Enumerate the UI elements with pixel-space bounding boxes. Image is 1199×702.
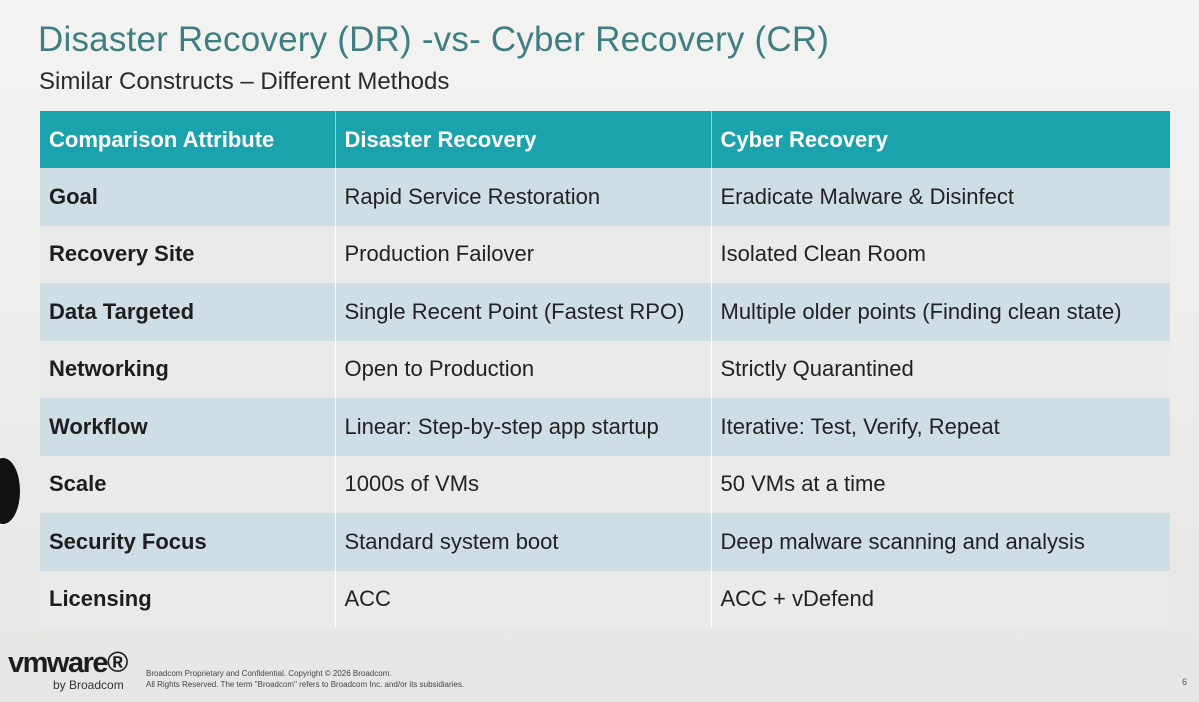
row-dr-value: Single Recent Point (Fastest RPO) bbox=[335, 283, 712, 341]
slide-subtitle: Similar Constructs – Different Methods bbox=[39, 68, 450, 95]
vmware-logo: vmware® by Broadcom bbox=[8, 648, 133, 692]
row-dr-value: ACC bbox=[335, 570, 712, 628]
header-disaster-recovery: Disaster Recovery bbox=[335, 111, 712, 168]
row-cr-value: ACC + vDefend bbox=[720, 586, 874, 612]
row-cr-value: Multiple older points (Finding clean sta… bbox=[720, 298, 1122, 324]
slide-title: Disaster Recovery (DR) -vs- Cyber Recove… bbox=[38, 20, 830, 59]
row-dr-value: Production Failover bbox=[335, 225, 712, 283]
row-dr-value: Standard system boot bbox=[335, 513, 712, 571]
logo-tagline: by Broadcom bbox=[53, 678, 124, 692]
table-row: Networking Open to Production Strictly Q… bbox=[40, 340, 1170, 398]
row-cr-value: Eradicate Malware & Disinfect bbox=[720, 183, 1014, 209]
header-cyber-recovery: Cyber Recovery bbox=[720, 126, 889, 152]
row-attribute: Licensing bbox=[40, 570, 336, 628]
table-row: Workflow Linear: Step-by-step app startu… bbox=[40, 398, 1170, 456]
legal-line-2: All Rights Reserved. The term "Broadcom"… bbox=[146, 680, 465, 689]
row-cr-value: Isolated Clean Room bbox=[720, 241, 926, 267]
table-row: Security Focus Standard system boot Deep… bbox=[40, 513, 1170, 571]
row-cr-value: Deep malware scanning and analysis bbox=[720, 528, 1085, 554]
row-attribute: Goal bbox=[40, 168, 336, 226]
row-cr-value: Iterative: Test, Verify, Repeat bbox=[720, 413, 1000, 439]
table-row: Recovery Site Production Failover Isolat… bbox=[40, 225, 1170, 283]
row-attribute: Data Targeted bbox=[40, 283, 336, 341]
table-row: Data Targeted Single Recent Point (Faste… bbox=[40, 283, 1170, 341]
row-dr-value: 1000s of VMs bbox=[335, 455, 712, 513]
logo-wordmark: vmware® bbox=[8, 647, 128, 679]
row-dr-value: Linear: Step-by-step app startup bbox=[335, 398, 712, 456]
page-number: 6 bbox=[1181, 677, 1187, 687]
row-attribute: Workflow bbox=[40, 398, 336, 456]
row-attribute: Security Focus bbox=[40, 513, 336, 571]
table-header-row: Comparison Attribute Disaster Recovery C… bbox=[40, 111, 1170, 168]
legal-notice: Broadcom Proprietary and Confidential. C… bbox=[146, 668, 464, 690]
row-dr-value: Open to Production bbox=[335, 340, 712, 398]
comparison-table: Comparison Attribute Disaster Recovery C… bbox=[40, 111, 1170, 628]
row-attribute: Networking bbox=[40, 340, 336, 398]
row-dr-value: Rapid Service Restoration bbox=[335, 168, 712, 226]
legal-line-1: Broadcom Proprietary and Confidential. C… bbox=[146, 669, 392, 678]
row-cr-value: Strictly Quarantined bbox=[720, 356, 914, 382]
row-attribute: Recovery Site bbox=[40, 225, 336, 283]
row-attribute: Scale bbox=[40, 455, 336, 513]
presenter-shadow bbox=[0, 458, 20, 524]
table-row: Scale 1000s of VMs 50 VMs at a time bbox=[40, 455, 1170, 513]
slide-footer: vmware® by Broadcom Broadcom Proprietary… bbox=[0, 640, 1199, 702]
table-row: Goal Rapid Service Restoration Eradicate… bbox=[40, 168, 1170, 226]
header-comparison-attribute: Comparison Attribute bbox=[40, 111, 336, 168]
row-cr-value: 50 VMs at a time bbox=[720, 471, 886, 497]
table-row: Licensing ACC ACC + vDefend bbox=[40, 570, 1170, 628]
